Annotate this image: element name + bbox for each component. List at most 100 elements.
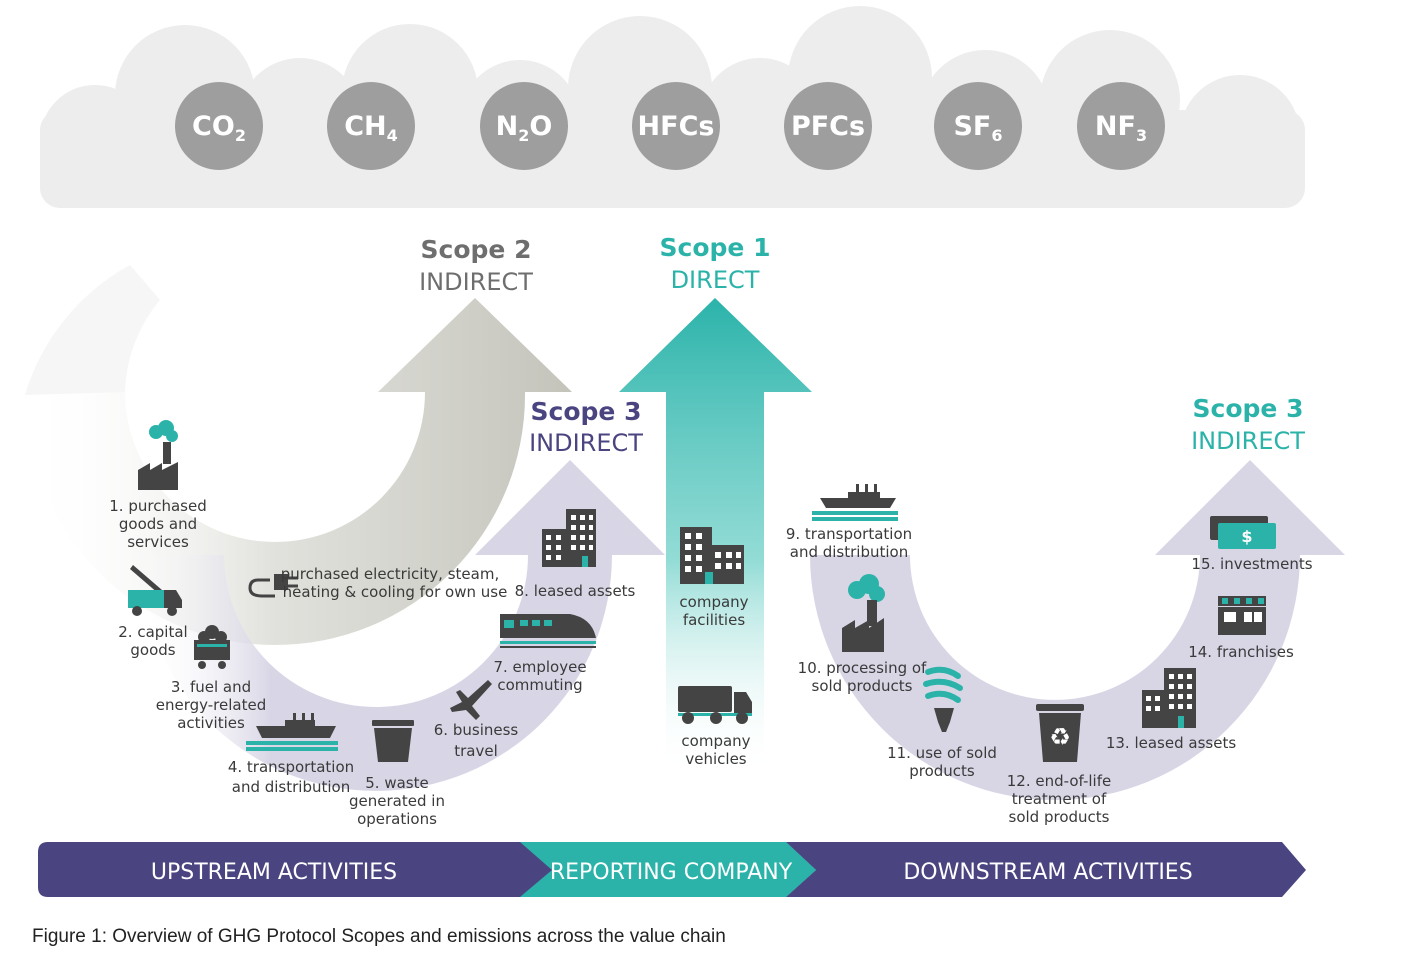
label-cat14: 14. franchises <box>1188 643 1294 661</box>
label-scope2-item: purchased electricity, steam, heating & … <box>281 565 508 601</box>
svg-text:CH4: CH4 <box>344 111 398 145</box>
svg-text:N2O: N2O <box>496 111 553 145</box>
waste-bin-icon <box>372 720 414 762</box>
svg-text:Scope 3: Scope 3 <box>1193 394 1304 423</box>
svg-text:INDIRECT: INDIRECT <box>419 268 533 296</box>
svg-text:SF6: SF6 <box>953 111 1002 145</box>
svg-text:and distribution: and distribution <box>232 778 350 796</box>
svg-text:INDIRECT: INDIRECT <box>1191 427 1305 455</box>
scope3-upstream-label: Scope 3 INDIRECT <box>529 397 643 457</box>
svg-text:9. transportation: 9. transportation <box>786 525 912 543</box>
ship-icon-upstream <box>246 713 338 751</box>
factory-icon <box>138 420 178 490</box>
svg-text:5. waste: 5. waste <box>365 774 428 792</box>
svg-text:Scope 2: Scope 2 <box>421 235 532 264</box>
svg-text:12. end-of-life: 12. end-of-life <box>1007 772 1111 790</box>
svg-text:13. leased assets: 13. leased assets <box>1106 734 1236 752</box>
svg-text:$: $ <box>1241 527 1252 546</box>
svg-text:operations: operations <box>357 810 437 828</box>
svg-text:goods: goods <box>130 641 175 659</box>
svg-text:6. business: 6. business <box>434 721 519 739</box>
label-cat3: 3. fuel and energy-related activities <box>156 678 266 732</box>
svg-text:Scope 3: Scope 3 <box>531 397 642 426</box>
svg-text:♻: ♻ <box>1049 723 1071 751</box>
label-cat11: 11. use of sold products <box>887 744 997 780</box>
svg-text:7. employee: 7. employee <box>493 658 586 676</box>
svg-text:CO2: CO2 <box>192 111 246 145</box>
label-cat15: 15. investments <box>1191 555 1312 573</box>
bulb-icon <box>923 666 963 732</box>
scope3-downstream-label: Scope 3 INDIRECT <box>1191 394 1305 455</box>
svg-text:PFCs: PFCs <box>791 111 865 142</box>
gas-n2o: N2O <box>480 82 568 170</box>
svg-text:travel: travel <box>454 742 498 760</box>
svg-text:company: company <box>679 593 748 611</box>
crane-truck-icon <box>128 565 182 616</box>
figure-caption: Figure 1: Overview of GHG Protocol Scope… <box>32 926 726 947</box>
svg-text:treatment of: treatment of <box>1012 790 1107 808</box>
svg-text:vehicles: vehicles <box>685 750 746 768</box>
svg-text:and distribution: and distribution <box>790 543 908 561</box>
svg-text:10. processing of: 10. processing of <box>798 659 927 677</box>
svg-text:Scope 1: Scope 1 <box>660 233 771 262</box>
truck-icon-company <box>678 686 752 724</box>
gas-sf6: SF6 <box>934 82 1022 170</box>
gas-pfcs: PFCs <box>784 82 872 170</box>
svg-text:company: company <box>681 732 750 750</box>
label-cat10: 10. processing of sold products <box>798 659 927 695</box>
svg-text:NF3: NF3 <box>1095 111 1147 145</box>
label-cat13: 13. leased assets <box>1106 734 1236 752</box>
plane-icon <box>450 680 492 720</box>
money-icon: $ <box>1210 516 1276 549</box>
svg-text:services: services <box>127 533 189 551</box>
svg-text:14. franchises: 14. franchises <box>1188 643 1294 661</box>
svg-text:DIRECT: DIRECT <box>671 266 760 294</box>
building-icon-company <box>680 527 744 584</box>
plug-icon <box>248 574 298 598</box>
label-cat12: 12. end-of-life treatment of sold produc… <box>1007 772 1111 826</box>
svg-text:sold products: sold products <box>812 677 913 695</box>
scope1-label: Scope 1 DIRECT <box>660 233 771 294</box>
svg-text:purchased electricity, steam,: purchased electricity, steam, <box>281 565 499 583</box>
svg-text:11. use of sold: 11. use of sold <box>887 744 997 762</box>
label-cat1: 1. purchased goods and services <box>109 497 206 551</box>
scope1-arrow <box>619 298 812 775</box>
svg-text:4. transportation: 4. transportation <box>228 758 354 776</box>
factory-icon-processing <box>842 574 885 652</box>
ship-icon-downstream <box>812 484 898 521</box>
label-cat6: 6. business travel <box>434 721 519 760</box>
label-company-facilities: company facilities <box>679 593 748 629</box>
label-cat2: 2. capital goods <box>118 623 187 659</box>
recycle-bin-icon: ♻ <box>1036 704 1084 762</box>
gas-nf3: NF3 <box>1077 82 1165 170</box>
svg-text:INDIRECT: INDIRECT <box>529 429 643 457</box>
label-cat5: 5. waste generated in operations <box>349 774 445 828</box>
band-downstream: DOWNSTREAM ACTIVITIES <box>903 860 1192 885</box>
train-icon <box>500 614 596 648</box>
svg-text:heating & cooling for own use: heating & cooling for own use <box>283 583 508 601</box>
label-cat4: 4. transportation and distribution <box>228 758 354 796</box>
building-icon-leased-upstream <box>542 509 596 567</box>
svg-text:8. leased assets: 8. leased assets <box>515 582 636 600</box>
band-reporting-company: REPORTING COMPANY <box>550 860 793 885</box>
label-cat7: 7. employee commuting <box>493 658 586 694</box>
building-icon-leased-downstream <box>1142 668 1196 728</box>
label-company-vehicles: company vehicles <box>681 732 750 768</box>
gas-co2: CO2 <box>175 82 263 170</box>
svg-text:activities: activities <box>177 714 245 732</box>
svg-text:energy-related: energy-related <box>156 696 266 714</box>
gas-ch4: CH4 <box>327 82 415 170</box>
svg-text:2. capital: 2. capital <box>118 623 187 641</box>
svg-text:HFCs: HFCs <box>638 111 715 142</box>
gas-hfcs: HFCs <box>632 82 720 170</box>
svg-text:sold products: sold products <box>1009 808 1110 826</box>
scope3-upstream-arrow <box>140 460 665 791</box>
svg-text:commuting: commuting <box>497 676 582 694</box>
label-cat8: 8. leased assets <box>515 582 636 600</box>
fuel-cart-icon <box>194 625 230 669</box>
svg-text:goods and: goods and <box>119 515 197 533</box>
svg-text:15. investments: 15. investments <box>1191 555 1312 573</box>
store-icon <box>1218 596 1266 635</box>
svg-text:1. purchased: 1. purchased <box>109 497 206 515</box>
